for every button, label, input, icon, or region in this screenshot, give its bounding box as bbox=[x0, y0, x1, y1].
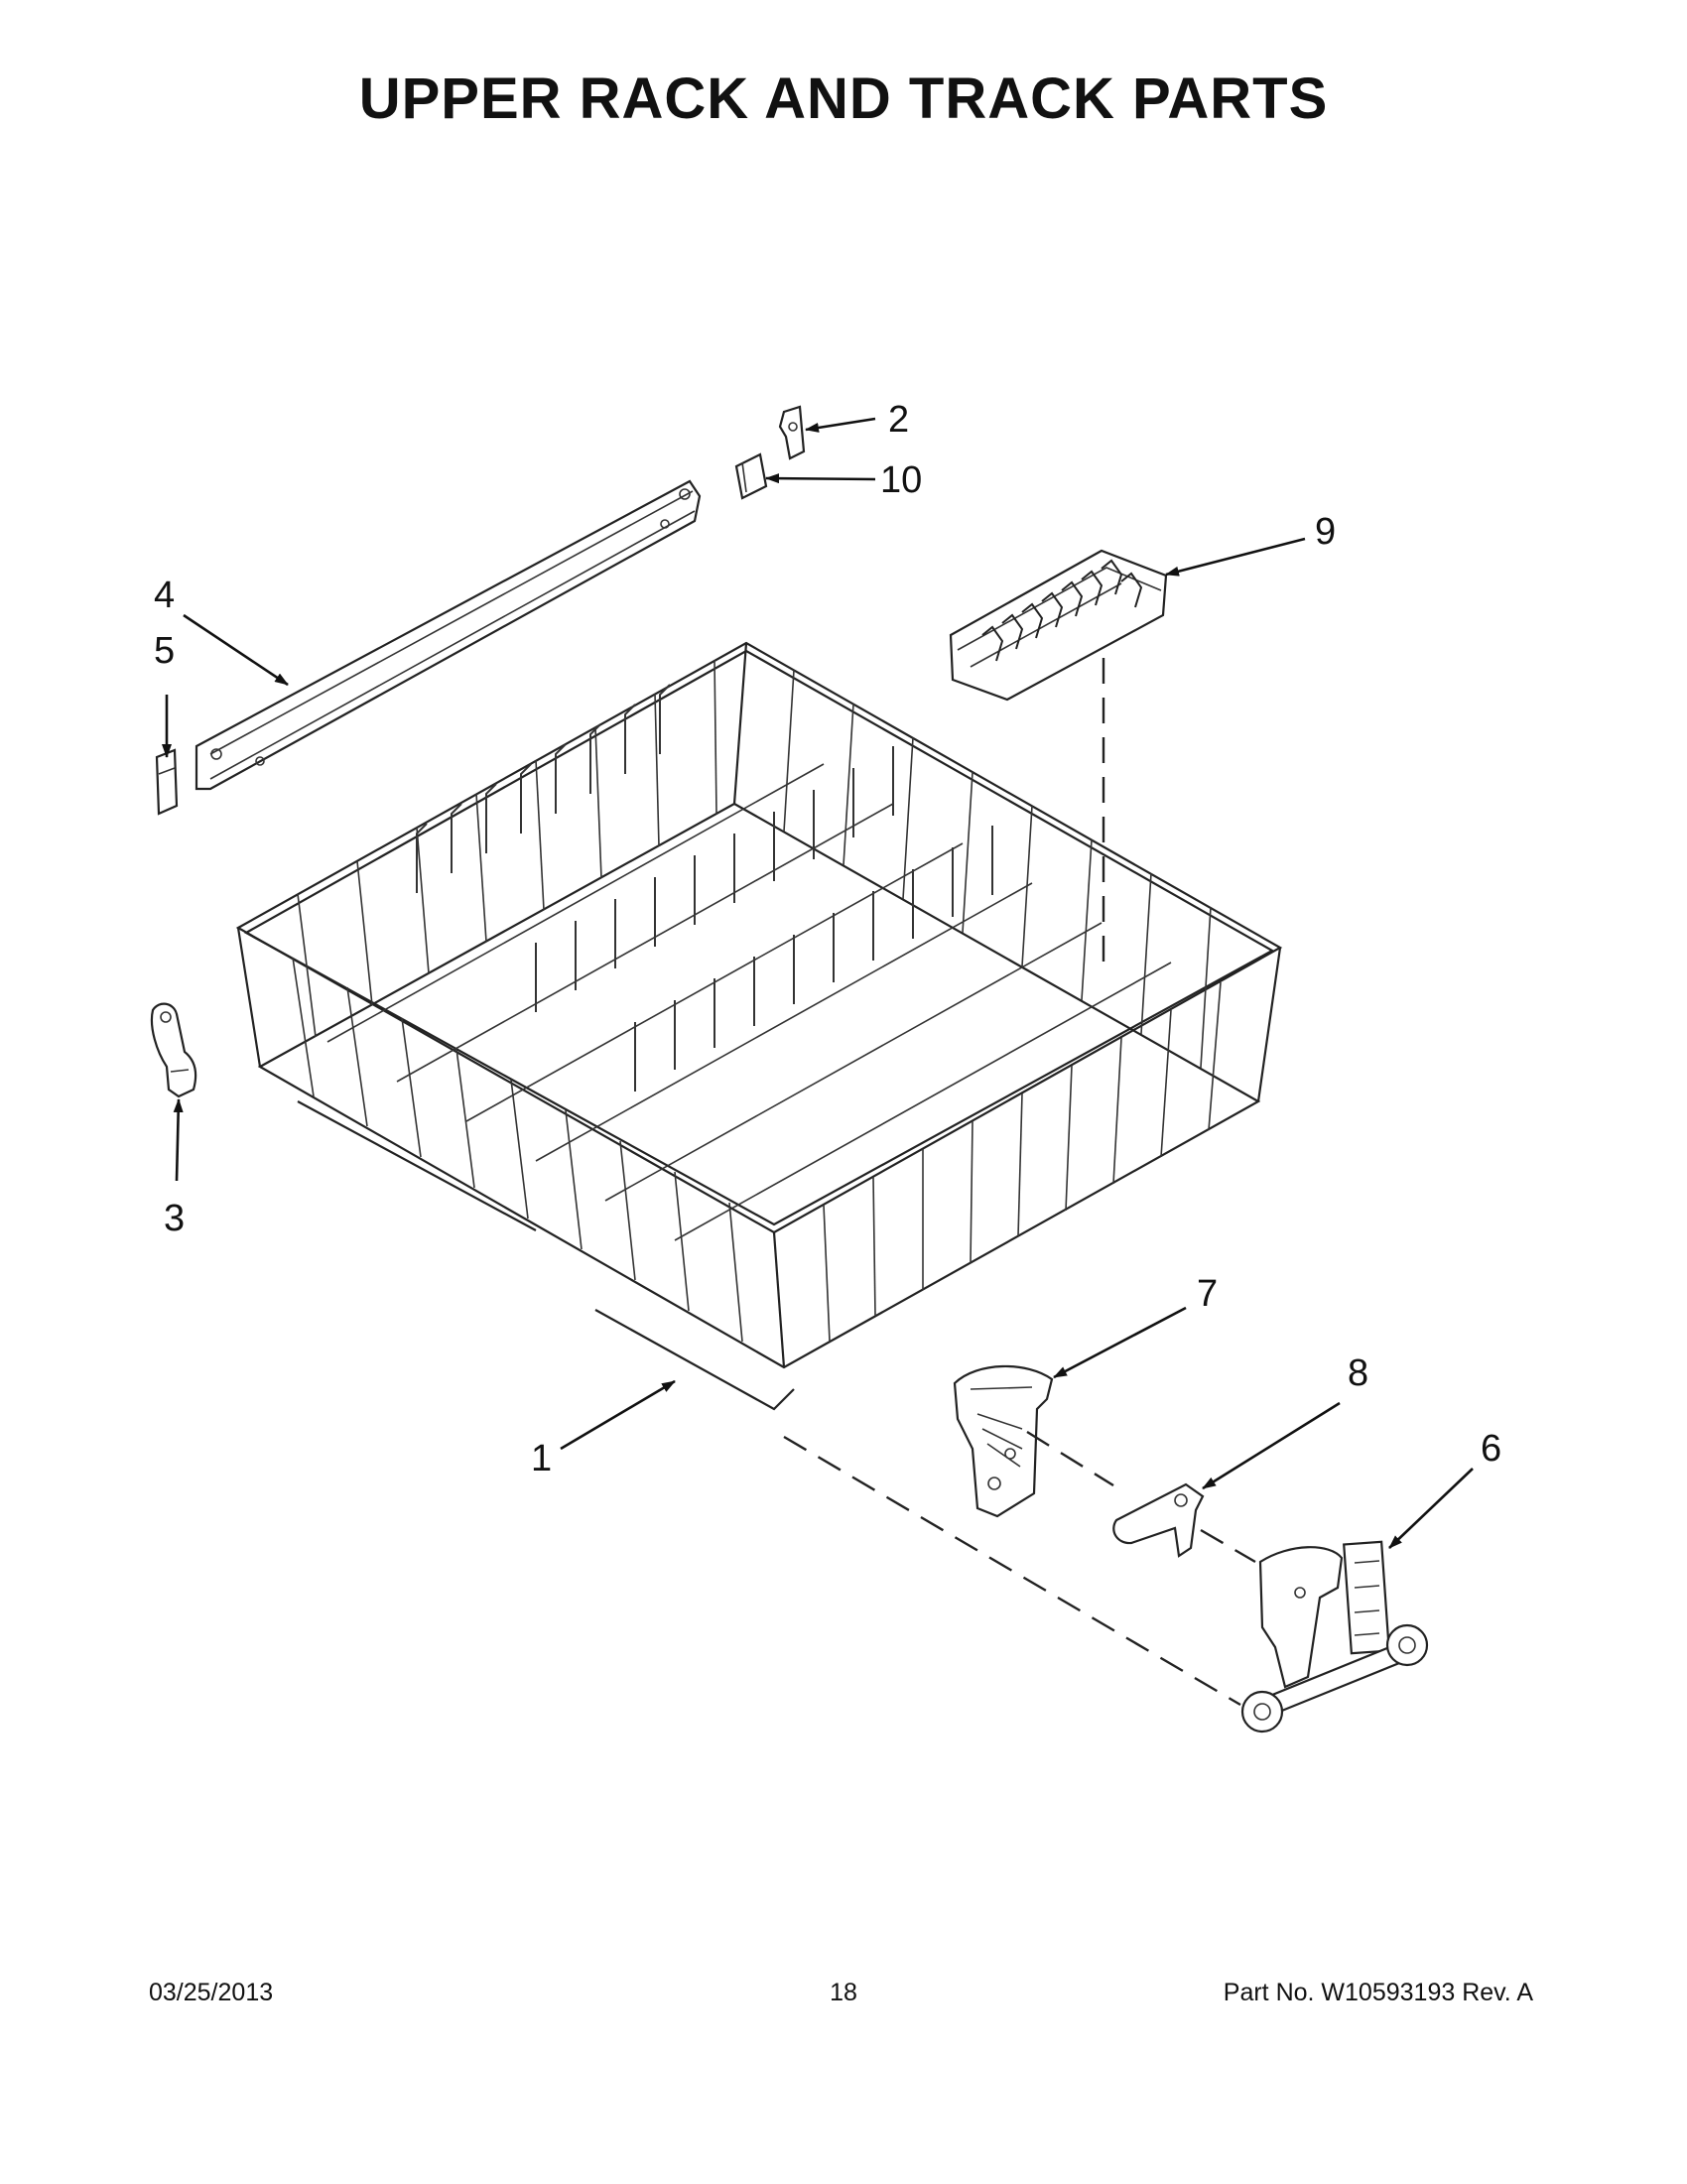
callout-8: 8 bbox=[1348, 1352, 1368, 1394]
adjuster-housing-part-7 bbox=[953, 1364, 1054, 1518]
rack-clip-part-3 bbox=[150, 1002, 197, 1098]
clip-part-2 bbox=[778, 405, 806, 460]
footer-page-number: 18 bbox=[830, 1979, 857, 2006]
tine-row-part-9 bbox=[949, 549, 1168, 702]
track-stop-part-5 bbox=[155, 748, 179, 816]
assembly-lines bbox=[783, 658, 1256, 1707]
callout-4: 4 bbox=[154, 575, 175, 616]
callout-1: 1 bbox=[531, 1438, 552, 1479]
rail-end-cap-part-10 bbox=[734, 452, 768, 500]
upper-rack-part-1 bbox=[235, 641, 1283, 1411]
wheel-carriage-part-6 bbox=[1240, 1540, 1429, 1734]
callout-10: 10 bbox=[880, 459, 922, 501]
callout-2: 2 bbox=[888, 399, 909, 441]
callout-3: 3 bbox=[164, 1198, 185, 1239]
page-title: UPPER RACK AND TRACK PARTS bbox=[358, 66, 1329, 131]
callout-leaders bbox=[162, 417, 1474, 1549]
callout-7: 7 bbox=[1197, 1273, 1218, 1315]
adjuster-lever-part-8 bbox=[1112, 1482, 1205, 1558]
callout-9: 9 bbox=[1315, 511, 1336, 553]
footer-part-number: Part No. W10593193 Rev. A bbox=[1223, 1979, 1533, 2006]
track-rail-part-4 bbox=[195, 479, 702, 791]
footer-date: 03/25/2013 bbox=[149, 1979, 274, 2006]
callout-6: 6 bbox=[1481, 1428, 1501, 1470]
callout-5: 5 bbox=[154, 630, 175, 672]
